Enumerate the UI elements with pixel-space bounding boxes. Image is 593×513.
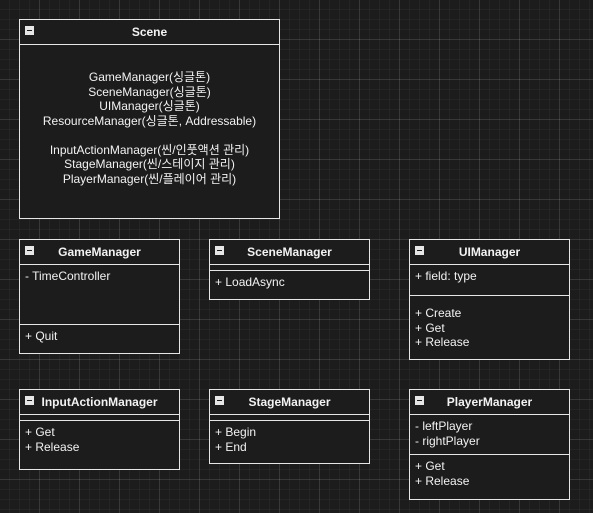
attribute[interactable]: - leftPlayer	[415, 419, 473, 433]
collapse-icon[interactable]	[25, 246, 34, 255]
scene-header[interactable]: Scene	[20, 20, 279, 45]
method[interactable]: + Get	[25, 425, 55, 439]
class-title: StageManager	[248, 395, 331, 409]
class-scene-manager[interactable]: SceneManager + LoadAsync	[209, 239, 370, 300]
scene-line: GameManager(싱글톤)	[88, 70, 211, 84]
scene-title: Scene	[131, 25, 168, 39]
class-title: UIManager	[458, 245, 521, 259]
class-header[interactable]: PlayerManager	[410, 390, 569, 415]
class-ui-manager[interactable]: UIManager + field: type + Create + Get +…	[409, 239, 570, 360]
method[interactable]: + LoadAsync	[215, 275, 285, 289]
method[interactable]: + Quit	[25, 329, 58, 343]
methods-section: + LoadAsync	[210, 270, 369, 294]
class-game-manager[interactable]: GameManager - TimeController + Quit	[19, 239, 180, 354]
method[interactable]: + Release	[415, 473, 470, 488]
collapse-icon[interactable]	[215, 396, 224, 405]
class-title: GameManager	[58, 245, 141, 259]
attributes-section: - leftPlayer - rightPlayer	[410, 415, 569, 454]
class-header[interactable]: InputActionManager	[20, 390, 179, 415]
class-title: PlayerManager	[446, 395, 533, 409]
attribute[interactable]: - rightPlayer	[415, 433, 480, 448]
class-title: InputActionManager	[41, 395, 158, 409]
method[interactable]: + Get	[415, 459, 445, 473]
methods-section: + Get + Release	[20, 420, 179, 458]
class-header[interactable]: StageManager	[210, 390, 369, 415]
scene-line: SceneManager(싱글톤)	[88, 84, 211, 99]
methods-section: + Create + Get + Release	[410, 295, 569, 354]
class-header[interactable]: UIManager	[410, 240, 569, 265]
method[interactable]: + End	[215, 439, 247, 454]
class-stage-manager[interactable]: StageManager + Begin + End	[209, 389, 370, 464]
collapse-icon[interactable]	[415, 396, 424, 405]
class-player-manager[interactable]: PlayerManager - leftPlayer - rightPlayer…	[409, 389, 570, 500]
collapse-icon[interactable]	[215, 246, 224, 255]
class-header[interactable]: GameManager	[20, 240, 179, 265]
scene-line: UIManager(싱글톤)	[99, 99, 200, 113]
method[interactable]: + Release	[25, 439, 80, 454]
scene-description: GameManager(싱글톤) SceneManager(싱글톤) UIMan…	[20, 45, 279, 186]
collapse-icon[interactable]	[25, 26, 34, 35]
attribute[interactable]: + field: type	[415, 269, 477, 283]
collapse-icon[interactable]	[25, 396, 34, 405]
collapse-icon[interactable]	[415, 246, 424, 255]
attribute[interactable]: - TimeController	[25, 269, 111, 283]
methods-section: + Get + Release	[410, 454, 569, 492]
class-title: SceneManager	[247, 245, 332, 259]
scene-line-blank	[20, 128, 279, 143]
method[interactable]: + Release	[415, 335, 470, 349]
attributes-section: + field: type	[410, 265, 569, 295]
methods-section: + Begin + End	[210, 420, 369, 458]
scene-line: PlayerManager(씬/플레이어 관리)	[62, 171, 237, 186]
method[interactable]: + Create	[415, 306, 462, 320]
method[interactable]: + Begin	[215, 425, 257, 439]
method[interactable]: + Get	[415, 320, 445, 335]
scene-box[interactable]: Scene GameManager(싱글톤) SceneManager(싱글톤)…	[19, 19, 280, 219]
methods-section: + Quit	[20, 324, 179, 348]
class-input-action-manager[interactable]: InputActionManager + Get + Release	[19, 389, 180, 470]
scene-line: StageManager(씬/스테이지 관리)	[64, 157, 235, 171]
scene-line: ResourceManager(싱글톤, Addressable)	[42, 113, 257, 128]
class-header[interactable]: SceneManager	[210, 240, 369, 265]
scene-line: InputActionManager(씬/인풋액션 관리)	[49, 142, 250, 157]
attributes-section: - TimeController	[20, 265, 179, 324]
